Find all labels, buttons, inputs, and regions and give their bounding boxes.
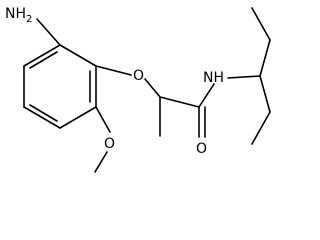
structure-canvas: NH2 O O O NH (5, 6, 271, 173)
ring-bond (23, 106, 61, 129)
ethyl-down-methyl-bond (251, 111, 271, 145)
ch-carbonyl-bond (159, 96, 200, 108)
ch-ethyl-up-bond (259, 39, 271, 77)
amine-bond (36, 18, 61, 46)
ring-double-bond (29, 104, 58, 122)
n-ch-bond (227, 75, 261, 79)
methoxy-oxygen-label: O (104, 136, 115, 152)
ring-bond (23, 44, 61, 67)
ring-bond (59, 44, 97, 67)
amide-nh-label: NH (203, 70, 224, 86)
molecule-drawing: NH2 O O O NH (5, 6, 271, 173)
methoxy-methyl-bond (94, 151, 108, 173)
o-ch-bond (144, 78, 161, 98)
ether-oxygen-label: O (133, 68, 144, 84)
benzene-ring (23, 44, 97, 129)
c-n-bond (198, 83, 215, 108)
aryl-methoxy-bond (95, 106, 111, 133)
ring-bond (59, 106, 97, 129)
aryl-o-bond (95, 65, 132, 76)
ring-double-bond (29, 51, 58, 69)
carbonyl-oxygen-label: O (196, 141, 207, 157)
ch-ethyl-down-bond (259, 75, 271, 113)
ethyl-up-methyl-bond (251, 7, 271, 41)
amine-label: NH2 (5, 6, 32, 25)
